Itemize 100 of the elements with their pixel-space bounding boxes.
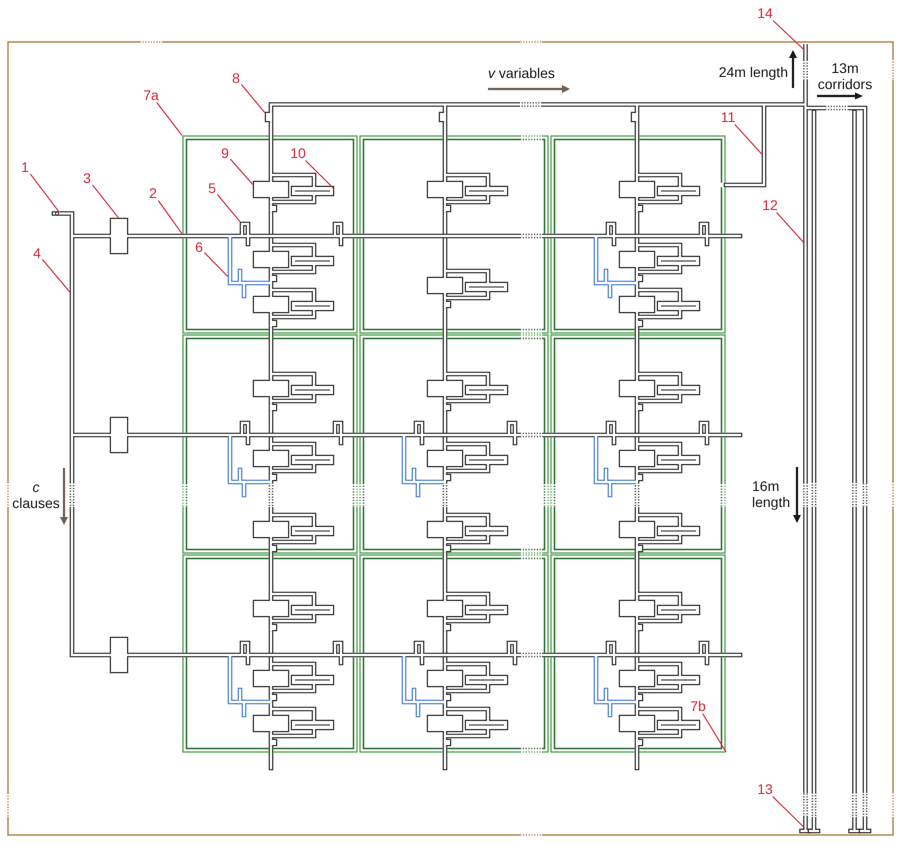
- cell-outline: [359, 135, 549, 334]
- clause-corridor: [70, 211, 74, 658]
- variable-gadget: [426, 268, 508, 308]
- hairpin-gadget: [414, 420, 426, 446]
- link-corridor: [762, 104, 766, 188]
- callout-number: 10: [290, 147, 306, 159]
- entry-corridor: [52, 211, 72, 216]
- hairpin-gadget: [606, 640, 618, 666]
- cell-outline: [550, 554, 726, 753]
- variable-gadget: [252, 172, 334, 212]
- callout-number: 13: [757, 783, 773, 795]
- leader-line: [240, 84, 266, 113]
- variable-gadget: [252, 706, 334, 746]
- link-corridor: [724, 182, 764, 188]
- clause-corridor: [72, 652, 742, 658]
- variable-gadget: [618, 442, 700, 482]
- callout-number: 7b: [690, 700, 706, 712]
- variable-corridor: [438, 104, 448, 770]
- callout-number: 8: [232, 72, 240, 84]
- hairpin-gadget: [698, 222, 710, 246]
- clause-block: [110, 416, 128, 454]
- connector-gadget: [594, 654, 638, 718]
- variable-gadget: [426, 442, 508, 482]
- annotation-label: 13m corridors: [816, 60, 874, 92]
- variable-gadget: [252, 592, 334, 632]
- leader-line: [42, 259, 70, 292]
- variable-gadget: [618, 592, 700, 632]
- connector-gadget: [594, 434, 638, 498]
- leader-line: [30, 174, 59, 212]
- callout-number: 7a: [143, 89, 159, 101]
- variable-gadget: [426, 372, 508, 412]
- leader-line: [216, 194, 240, 222]
- callout-number: 4: [33, 247, 41, 259]
- variable-gadget: [426, 512, 508, 552]
- variable-corridor: [264, 104, 274, 770]
- callout-number: 6: [195, 241, 203, 253]
- cell-outline: [182, 334, 358, 554]
- vertical-corridor: [862, 108, 868, 831]
- clause-block: [110, 218, 128, 254]
- hairpin-gadget: [414, 640, 426, 666]
- hairpin-gadget: [240, 420, 252, 446]
- variable-gadget: [252, 442, 334, 482]
- hairpin-gadget: [606, 420, 618, 446]
- clause-block: [110, 636, 128, 674]
- leader-line: [156, 102, 182, 136]
- variable-gadget: [252, 662, 334, 702]
- connector-gadget: [228, 236, 272, 298]
- cell-outline: [359, 334, 549, 554]
- connector-gadget: [228, 654, 272, 718]
- hairpin-gadget: [240, 640, 252, 666]
- annotation-label: c clauses: [11, 479, 61, 511]
- variable-gadget: [618, 662, 700, 702]
- callout-number: 2: [149, 187, 157, 199]
- hairpin-gadget: [698, 640, 710, 666]
- connector-gadget: [402, 654, 446, 718]
- leader-line: [305, 160, 335, 190]
- annotation-label: 24m length: [718, 64, 788, 80]
- callout-number: 3: [83, 172, 91, 184]
- hairpin-gadget: [506, 640, 518, 666]
- variable-gadget: [426, 172, 508, 212]
- hairpin-gadget: [332, 222, 344, 246]
- vertical-corridor: [812, 110, 816, 831]
- variable-gadget: [426, 706, 508, 746]
- cell-outline: [359, 554, 549, 753]
- connector-gadget: [402, 434, 446, 498]
- variable-gadget: [618, 372, 700, 412]
- variable-gadget: [252, 372, 334, 412]
- vertical-corridor: [803, 43, 808, 831]
- variable-gadget: [252, 288, 334, 328]
- clause-corridor: [72, 234, 742, 238]
- callout-number: 11: [720, 111, 736, 123]
- connector-gadget: [594, 236, 638, 298]
- variable-gadget: [252, 242, 334, 282]
- hairpin-gadget: [506, 420, 518, 446]
- leader-line: [772, 20, 804, 50]
- variable-gadget: [426, 592, 508, 632]
- hairpin-gadget: [332, 420, 344, 446]
- leader-line: [230, 158, 254, 185]
- variable-gadget: [252, 512, 334, 552]
- variable-gadget: [618, 512, 700, 552]
- callout-number: 9: [221, 147, 229, 159]
- callout-number: 12: [762, 199, 778, 211]
- hairpin-gadget: [240, 222, 252, 246]
- horizontal-corridor: [806, 106, 868, 110]
- variable-gadget: [618, 288, 700, 328]
- callout-number: 5: [208, 182, 216, 194]
- leader-line: [92, 184, 119, 218]
- leader-line: [772, 796, 804, 827]
- variable-gadget: [618, 242, 700, 282]
- cell-outline: [550, 334, 726, 554]
- leader-line: [702, 713, 726, 752]
- callout-number: 1: [21, 161, 29, 173]
- variable-gadget: [618, 172, 700, 212]
- top-corridor: [268, 102, 806, 107]
- leader-line: [734, 124, 762, 154]
- annotation-label: 16m length: [752, 478, 792, 510]
- clause-corridor: [72, 432, 742, 438]
- cell-outline: [182, 554, 358, 753]
- connector-gadget: [228, 434, 272, 498]
- annotation-label: v variables: [488, 65, 555, 81]
